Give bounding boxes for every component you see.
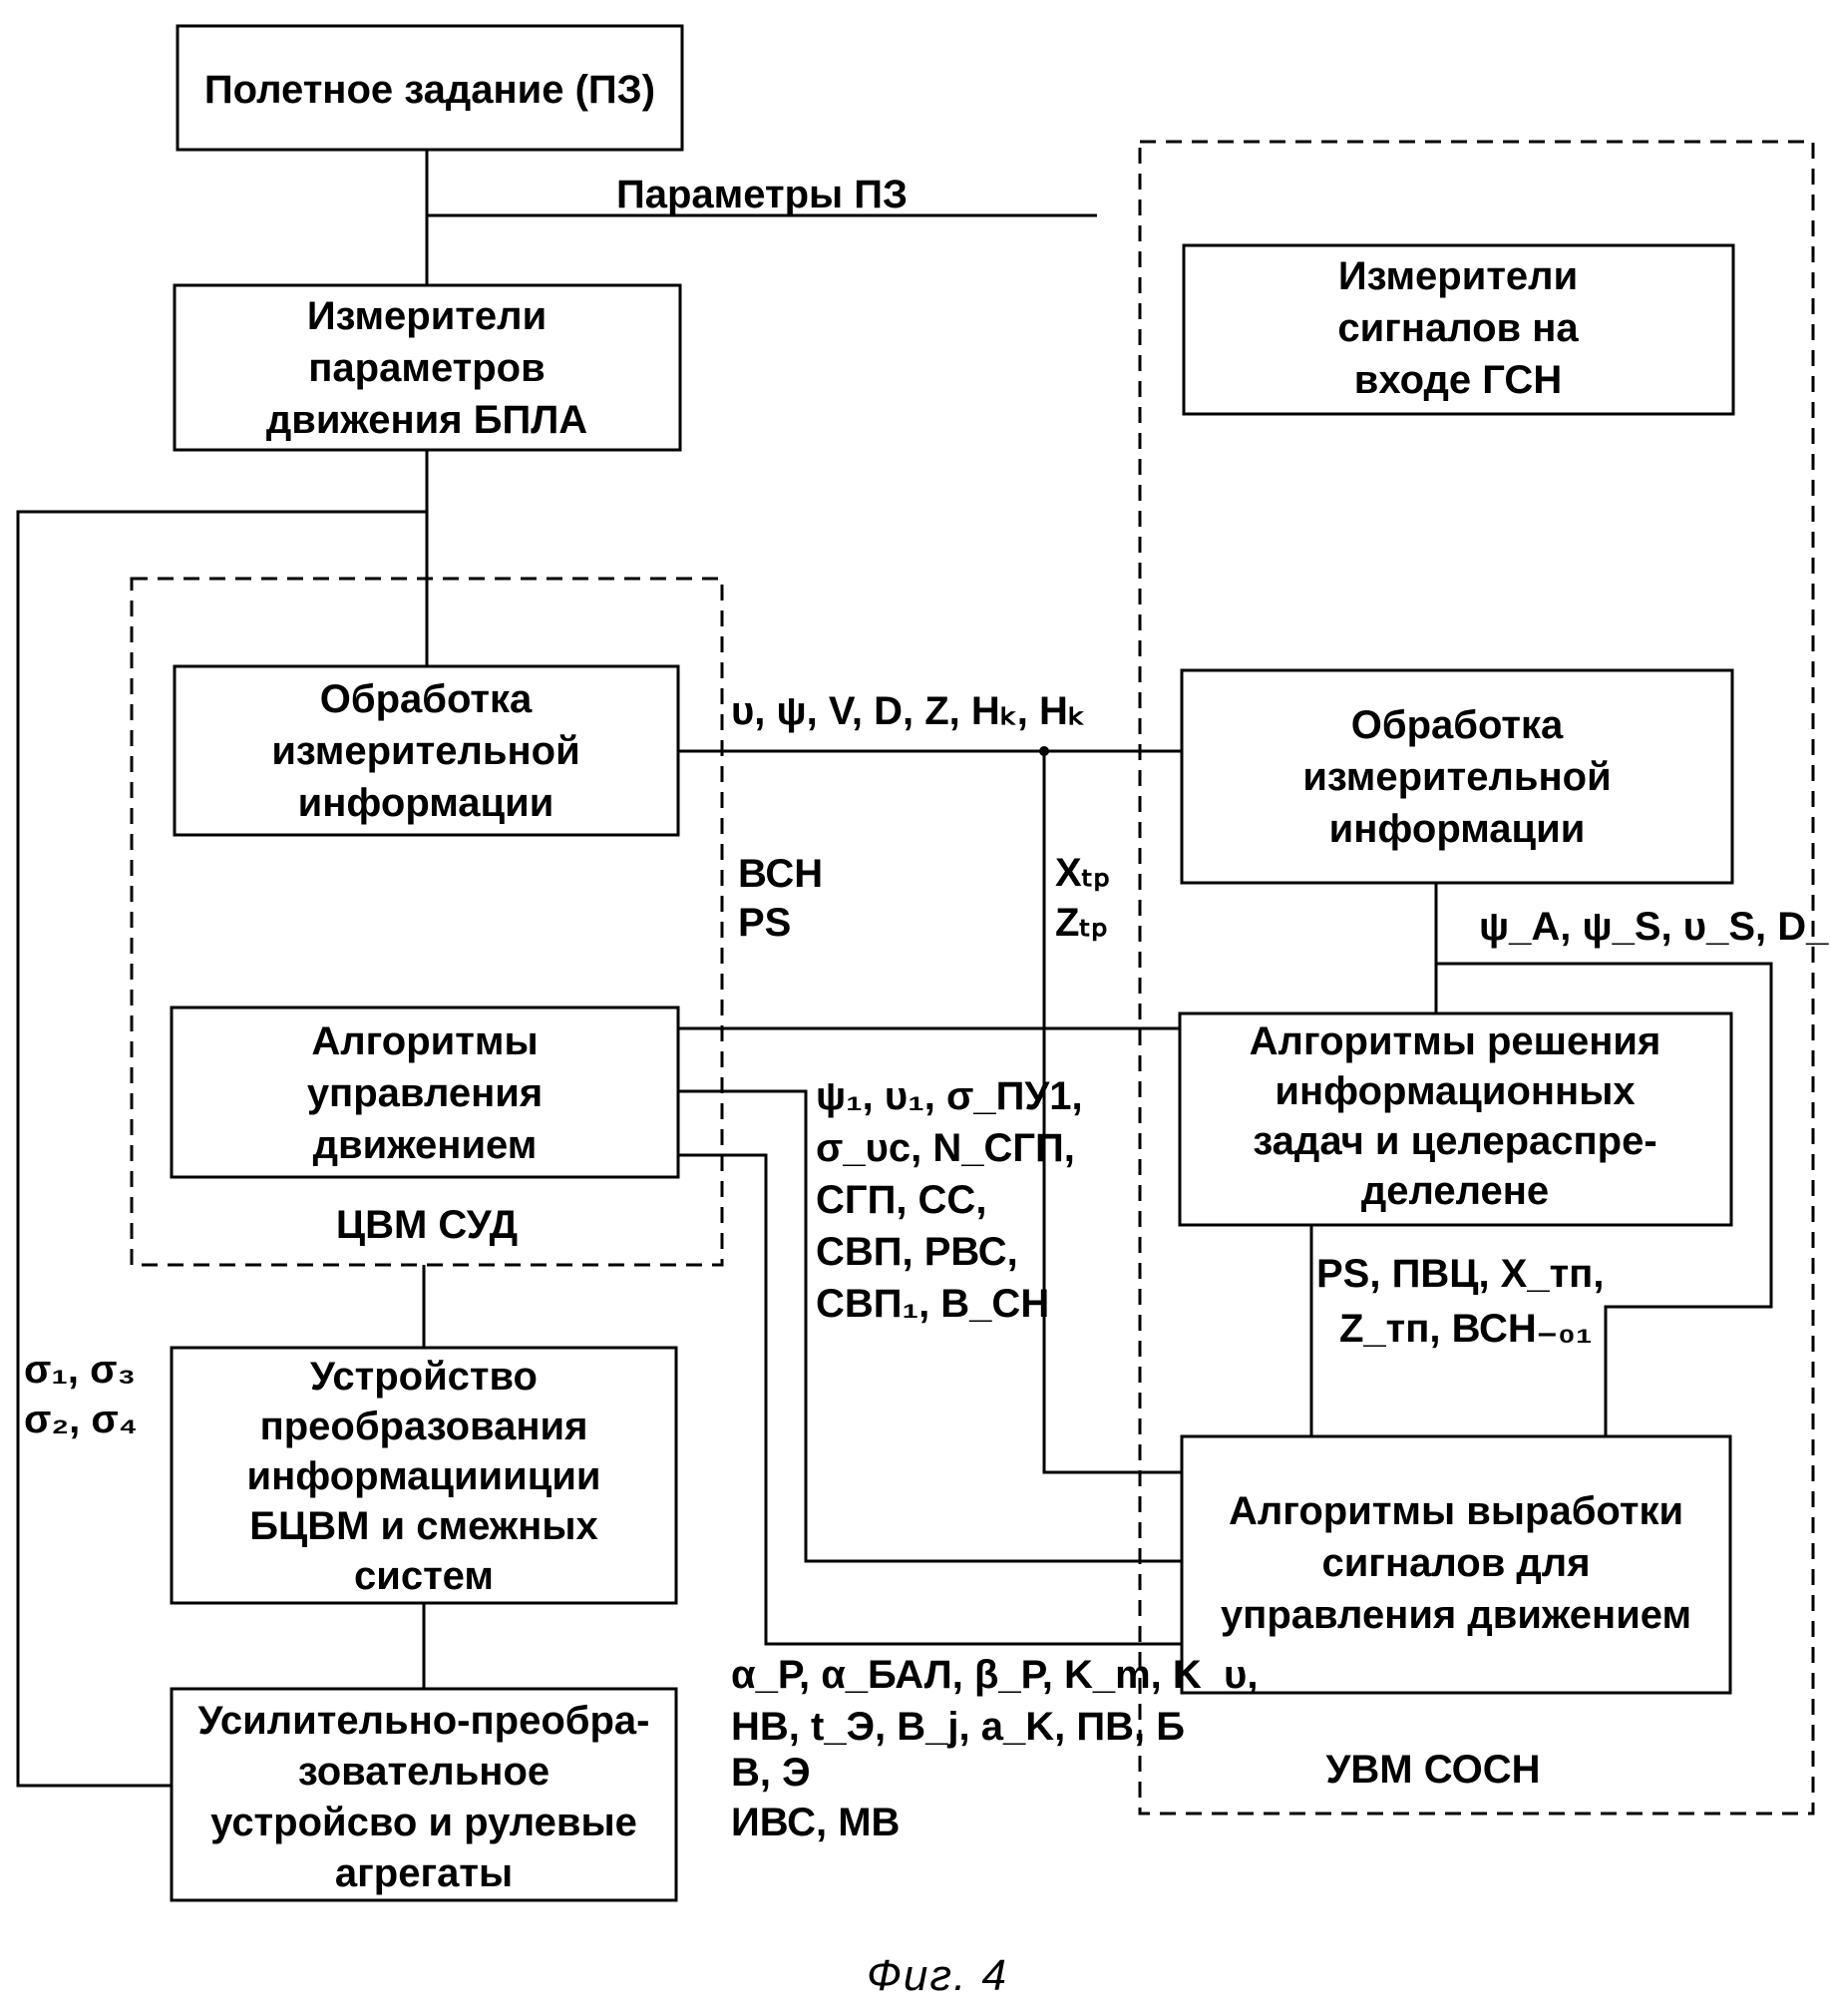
label-line: ψ₁, υ₁, σ_ПУ1,	[816, 1074, 1083, 1118]
block-line: БЦВМ и смежных	[249, 1504, 597, 1548]
block-motion-meters: Измерители параметров движения БПЛА	[173, 283, 682, 452]
label-vsn-ps: ВСН PS	[738, 852, 823, 945]
block-line: информации	[298, 781, 554, 825]
block-converter: Устройство преобразования информациииции…	[170, 1346, 678, 1605]
label-top-signals: υ, ψ, V, D, Z, Hₖ, Hₖ	[731, 689, 1085, 733]
label-line: α_Р, α_БАЛ, β_Р, K_m, K_υ,	[731, 1653, 1258, 1697]
label-line: В, Э	[731, 1751, 811, 1795]
label-line: PS	[738, 901, 791, 945]
block-line: параметров	[308, 346, 545, 390]
group-frame-uvm-sosn	[1138, 140, 1815, 1815]
block-line: Измерители	[1338, 254, 1578, 298]
label-line: σ₂, σ₄	[24, 1398, 138, 1441]
block-amplifier: Усилительно-преобра- зовательное устройс…	[170, 1687, 678, 1902]
block-line: управления движением	[1221, 1593, 1691, 1637]
block-proc-left: Обработка измерительной информации	[173, 664, 680, 837]
block-proc-right: Обработка измерительной информации	[1180, 668, 1734, 885]
line-ctrl-out-1	[678, 1089, 1182, 1563]
label-line: СВП, РВС,	[816, 1230, 1018, 1274]
block-line: сигналов для	[1321, 1541, 1590, 1585]
block-line: управления	[307, 1071, 543, 1115]
block-line: Измерители	[307, 294, 547, 338]
block-line: Устройство	[310, 1355, 538, 1399]
block-line: движения БПЛА	[266, 398, 587, 442]
label-ps-group: PS, ПВЦ, X_тп, Z_тп, ВСН₋₀₁	[1316, 1252, 1604, 1351]
block-line: Алгоритмы	[311, 1019, 538, 1063]
block-line: Полетное задание (ПЗ)	[204, 68, 655, 112]
block-line: входе ГСН	[1354, 358, 1562, 402]
label-xz-tp: Xₜₚ Zₜₚ	[1055, 851, 1111, 945]
line-psi-bypass	[1436, 962, 1773, 1436]
label-line: ВСН	[738, 852, 823, 896]
block-line: Обработка	[1351, 703, 1564, 747]
label-sigma: σ₁, σ₃ σ₂, σ₄	[24, 1348, 138, 1441]
block-flight-task: Полетное задание (ПЗ)	[176, 24, 684, 152]
block-line: Усилительно-преобра-	[198, 1699, 650, 1743]
block-line: измерительной	[271, 729, 579, 773]
group-label-tsvm-sud: ЦВМ СУД	[336, 1203, 518, 1247]
block-line: Обработка	[320, 677, 533, 721]
block-line: измерительной	[1302, 755, 1611, 799]
label-line: ИВС, МВ	[731, 1801, 900, 1844]
block-info-algo: Алгоритмы решения информационных задач и…	[1178, 1011, 1733, 1227]
label-line: σ_υс, N_СГП,	[816, 1126, 1075, 1170]
block-line: движением	[313, 1123, 538, 1167]
block-line: Алгоритмы выработки	[1229, 1489, 1683, 1533]
group-label-uvm-sosn: УВМ СОСН	[1326, 1748, 1541, 1792]
label-line: σ₁, σ₃	[24, 1348, 136, 1392]
block-line: информационных	[1275, 1069, 1635, 1113]
block-line: делелене	[1361, 1169, 1549, 1213]
block-ctrl-algo: Алгоритмы управления движением	[170, 1006, 680, 1179]
label-ctrl-outputs: ψ₁, υ₁, σ_ПУ1, σ_υс, N_СГП, СГП, СС, СВП…	[816, 1074, 1083, 1326]
block-line: информации	[1329, 807, 1586, 851]
block-line: агрегаты	[335, 1851, 513, 1895]
line-xz-tp	[1042, 751, 1182, 1474]
label-line: Z_тп, ВСН₋₀₁	[1339, 1307, 1592, 1351]
label-line: Zₜₚ	[1055, 901, 1108, 945]
group-frame-tsvm-sud	[130, 577, 724, 1267]
label-bottom-params: α_Р, α_БАЛ, β_Р, K_m, K_υ, НВ, t_Э, B_j,…	[731, 1653, 1258, 1844]
block-line: систем	[354, 1554, 494, 1598]
connector-lines	[16, 150, 1773, 1788]
label-pz-params: Параметры ПЗ	[616, 173, 908, 216]
block-line: преобразования	[260, 1405, 588, 1448]
figure-caption: Фиг. 4	[867, 1951, 1008, 2000]
block-signal-meters: Измерители сигналов на входе ГСН	[1182, 243, 1735, 416]
label-line: Xₜₚ	[1055, 851, 1111, 895]
label-line: НВ, t_Э, B_j, a_K, ПВ, Б	[731, 1705, 1185, 1749]
label-psi-group: ψ_A, ψ_S, υ_S, D_РЦ	[1479, 905, 1830, 949]
block-signal-algo: Алгоритмы выработки сигналов для управле…	[1180, 1434, 1732, 1695]
block-line: устройсво и рулевые	[210, 1801, 637, 1844]
label-line: PS, ПВЦ, X_тп,	[1316, 1252, 1604, 1296]
block-line: зовательное	[298, 1750, 549, 1794]
line-ctrl-out-2	[678, 1153, 1182, 1646]
block-line: задач и целераспре-	[1253, 1119, 1656, 1163]
label-line: СВП₁, B_СН	[816, 1282, 1049, 1326]
block-line: информациииции	[247, 1454, 601, 1498]
label-line: СГП, СС,	[816, 1178, 986, 1222]
block-line: сигналов на	[1337, 306, 1579, 350]
line-feedback-loop	[16, 510, 427, 1788]
block-line: Алгоритмы решения	[1250, 1019, 1661, 1063]
